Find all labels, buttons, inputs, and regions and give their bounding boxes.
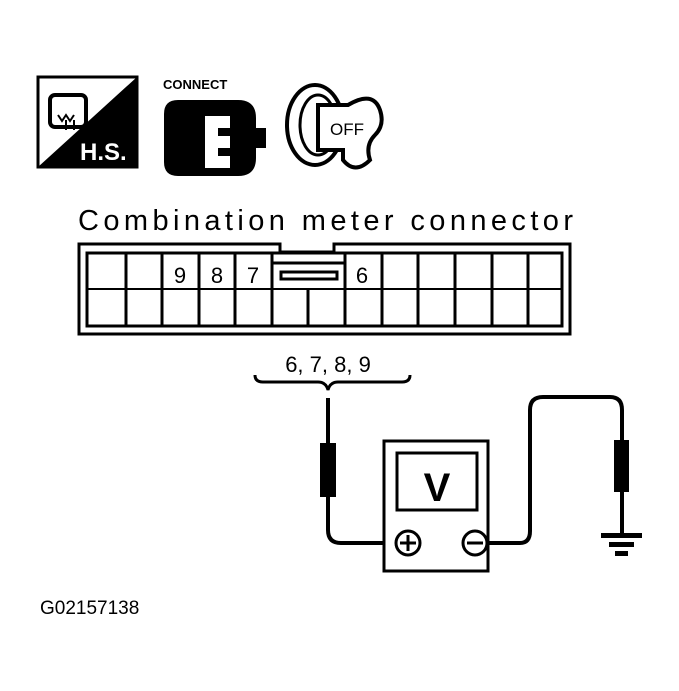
brace xyxy=(253,374,412,391)
connector-icon: CONNECT xyxy=(163,77,266,176)
connector-title: Combination meter connector xyxy=(78,205,573,237)
positive-probe-lead xyxy=(320,398,383,545)
connect-label: CONNECT xyxy=(163,77,227,92)
positive-terminal-icon xyxy=(394,529,422,557)
off-label: OFF xyxy=(330,120,364,139)
hs-label: H.S. xyxy=(80,139,127,166)
terminal-group-label: 6, 7, 8, 9 xyxy=(285,352,371,377)
voltmeter-display: V xyxy=(424,466,451,510)
combination-meter-connector xyxy=(77,242,572,336)
negative-terminal-icon xyxy=(461,529,489,557)
voltmeter: V xyxy=(382,439,490,573)
hood-service-icon: H.S. xyxy=(36,75,139,169)
terminal-8: 8 xyxy=(211,263,223,288)
terminal-9: 9 xyxy=(174,263,186,288)
terminal-6: 6 xyxy=(356,263,368,288)
figure-id: G02157138 xyxy=(40,598,139,619)
negative-probe-lead xyxy=(488,395,629,545)
terminal-7: 7 xyxy=(247,263,259,288)
ignition-key-off-icon: OFF xyxy=(285,83,384,170)
ground-icon xyxy=(601,533,642,556)
